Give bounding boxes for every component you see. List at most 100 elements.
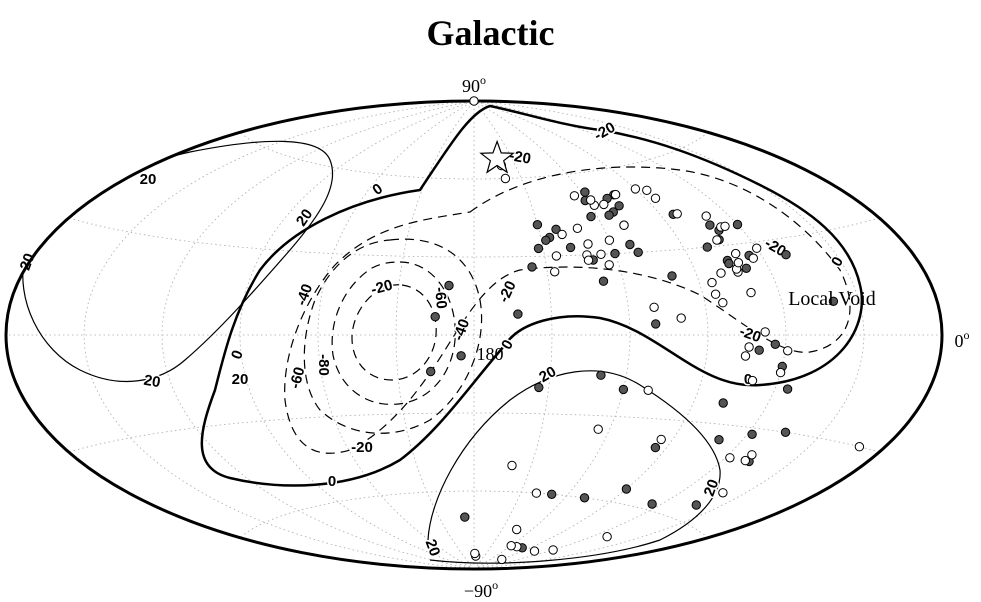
galaxy-point-filled	[426, 366, 436, 377]
contour-level-label: -20	[495, 278, 520, 305]
contour-level-label: -20	[508, 147, 532, 168]
galaxy-point-open	[744, 342, 754, 352]
grid-meridian	[473, 101, 709, 569]
galaxy-point-open	[469, 96, 479, 106]
galaxy-point-open	[642, 185, 652, 196]
galaxy-point-open	[707, 277, 717, 288]
contour-level-label: -80	[315, 354, 332, 376]
label-north: 90o	[462, 73, 486, 96]
galaxy-point-filled	[444, 280, 454, 291]
galaxy-point-filled	[667, 271, 677, 281]
galaxy-point-open	[725, 453, 735, 463]
contour-level-label: -20	[369, 276, 394, 298]
galaxy-point-filled	[547, 489, 557, 499]
galaxy-point-filled	[782, 384, 793, 394]
galaxy-point-open	[752, 243, 762, 253]
galaxy-point-filled	[724, 258, 734, 269]
grid-meridian	[395, 101, 475, 569]
galaxy-point-open	[531, 488, 542, 498]
galaxy-point-filled	[533, 243, 544, 254]
velocity-contours	[22, 104, 864, 564]
galaxy-point-filled	[780, 427, 791, 437]
contour-level-label: 20	[142, 372, 161, 392]
galaxy-point-filled	[702, 242, 712, 252]
galaxy-point-open	[599, 199, 609, 210]
galaxy-point-open	[572, 223, 583, 234]
galaxy-point-open	[710, 289, 721, 299]
galaxy-point-open	[500, 173, 511, 184]
galaxy-point-open	[747, 375, 758, 386]
galaxy-point-open	[610, 189, 621, 200]
contour-level-label: -20	[351, 439, 373, 456]
galaxy-point-open	[550, 267, 560, 277]
galaxy-point-open	[643, 385, 653, 395]
grid-meridian	[473, 101, 787, 569]
galaxy-point-filled	[456, 351, 466, 361]
galaxy-point-open	[712, 235, 722, 245]
galaxy-point-filled	[705, 220, 715, 230]
galaxy-point-filled	[741, 263, 751, 273]
grid-meridian	[473, 101, 865, 569]
grid-meridian	[161, 101, 475, 569]
galaxy-point-open	[557, 229, 567, 240]
galaxy-point-open	[676, 313, 686, 323]
galaxy-point-open	[596, 249, 606, 260]
galaxy-point-filled	[551, 224, 561, 235]
galaxy-point-open	[551, 251, 562, 261]
galaxy-point-open	[746, 287, 756, 298]
galaxy-point-open	[748, 253, 758, 263]
galaxy-point-filled	[732, 219, 743, 230]
projection-grid	[6, 101, 942, 569]
galaxy-point-filled	[579, 493, 590, 503]
galaxy-point-open	[470, 548, 480, 559]
label-south: −90o	[464, 578, 498, 601]
galaxy-point-open	[733, 258, 744, 268]
galaxy-point-filled	[534, 382, 544, 393]
galaxy-point-filled	[621, 484, 632, 494]
galaxy-point-filled	[828, 296, 839, 306]
galaxy-point-filled	[714, 435, 724, 445]
galaxy-point-filled	[618, 384, 629, 395]
galaxy-point-open	[760, 327, 770, 337]
contour-level-label: 0	[228, 348, 247, 362]
galaxy-point-open	[529, 546, 540, 556]
label-east: 0o	[955, 328, 970, 351]
galaxy-point-open	[604, 235, 615, 245]
galaxy-point-filled	[527, 262, 537, 272]
galaxy-point-filled	[586, 211, 596, 222]
galaxy-point-open	[775, 367, 786, 378]
galaxy-point-filled	[596, 370, 606, 380]
contour-zero-central	[200, 104, 864, 487]
galaxy-point-filled	[747, 429, 757, 439]
galaxy-point-open	[604, 260, 614, 270]
galaxy-point-open	[656, 434, 666, 445]
galaxy-point-filled	[650, 442, 661, 453]
local-void-label: Local Void	[788, 288, 876, 310]
galaxy-point-open	[672, 209, 682, 219]
galaxy-point-open	[718, 298, 728, 308]
contour-minus60	[331, 261, 456, 405]
contour-level-label: -40	[293, 282, 316, 308]
galaxy-point-open	[569, 191, 580, 201]
contour-plus20-left	[22, 140, 334, 382]
galaxy-point-open	[507, 460, 517, 471]
galaxy-point-open	[716, 268, 726, 278]
galaxy-point-open	[497, 554, 507, 565]
galaxy-point-filled	[625, 239, 635, 250]
galaxy-point-filled	[770, 339, 780, 349]
contour-minus20	[284, 166, 851, 454]
contour-level-label: 0	[328, 473, 336, 490]
galaxy-point-open	[593, 424, 603, 434]
galaxy-point-open	[854, 442, 865, 452]
galaxy-point-open	[740, 351, 751, 361]
galaxy-point-open	[586, 195, 596, 205]
galaxy-point-open	[548, 545, 558, 555]
contour-level-label: -20	[591, 119, 618, 145]
contour-level-label: -60	[286, 365, 308, 390]
label-center: 180	[477, 344, 504, 364]
galaxy-point-filled	[513, 309, 523, 319]
contour-level-label: 0	[828, 254, 847, 270]
contour-level-label: 20	[140, 171, 157, 188]
